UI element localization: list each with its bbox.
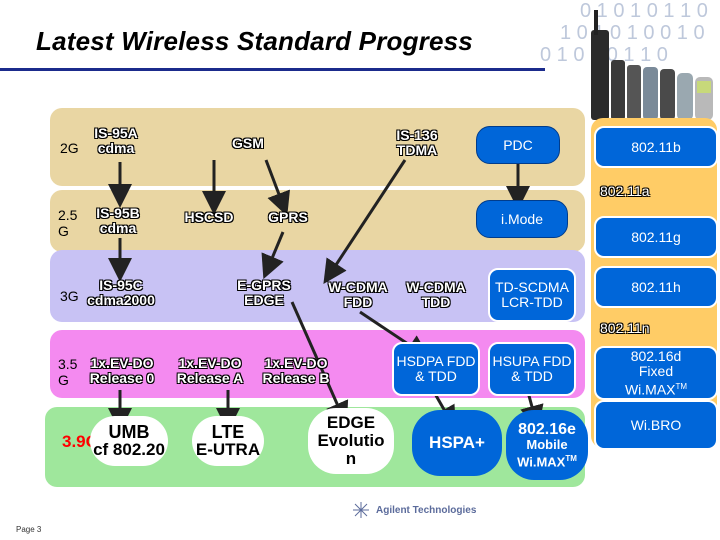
gen-label-2-5g: 2.5 G xyxy=(58,207,78,239)
tech-pdc: PDC xyxy=(476,126,560,164)
tech-hsupa: HSUPA FDD & TDD xyxy=(488,342,576,396)
edge-evolution-line3: n xyxy=(345,449,357,468)
wimax-16d-line1: 802.16d xyxy=(630,347,682,364)
wifi-802-11b: 802.11b xyxy=(594,126,718,168)
page-number: Page 3 xyxy=(16,525,42,534)
wibro: Wi.BRO xyxy=(594,400,718,450)
wimax-16d-tm: TM xyxy=(675,381,688,391)
wimax-16d-line2: Fixed xyxy=(638,362,674,379)
wimax-16e-line1: 802.16e xyxy=(518,420,576,438)
tech-imode: i.Mode xyxy=(476,200,568,238)
agilent-spark-icon xyxy=(353,502,369,518)
page-title: Latest Wireless Standard Progress xyxy=(36,26,473,56)
tech-is95a: IS-95A cdma xyxy=(94,125,138,156)
tech-egprs: E-GPRS EDGE xyxy=(237,277,291,308)
wimax-16e-line2: Mobile xyxy=(526,436,568,452)
tech-is136: IS-136 TDMA xyxy=(396,127,438,158)
wifi-802-11g: 802.11g xyxy=(594,216,718,258)
hspa-plus-label: HSPA+ xyxy=(429,433,485,452)
company-logo: Agilent Technologies xyxy=(376,505,477,516)
tech-gprs: GPRS xyxy=(268,209,308,225)
umb-label: UMB xyxy=(108,422,150,442)
tech-is95c: IS-95C cdma2000 xyxy=(87,277,155,308)
tech-wcdma-tdd: W-CDMA TDD xyxy=(406,279,466,310)
gen-label-2g: 2G xyxy=(60,140,79,156)
tech-hsdpa: HSDPA FDD & TDD xyxy=(392,342,480,396)
umb-subtitle: cf 802.20 xyxy=(93,440,165,459)
wifi-802-11a: 802.11a xyxy=(600,183,650,199)
tech-gsm: GSM xyxy=(232,135,264,151)
tech-evdo-relB: 1x.EV-DO Release B xyxy=(262,355,330,386)
edge-evolution-line2: Evolutio xyxy=(317,431,385,450)
wifi-802-11n: 802.11n xyxy=(600,320,650,336)
wimax-16e-line3: Wi.MAX xyxy=(517,454,566,470)
tech-hscsd: HSCSD xyxy=(184,209,234,225)
tech-lte: LTE E-UTRA xyxy=(192,416,264,466)
gen-label-3g: 3G xyxy=(60,288,79,304)
tech-802-16e: 802.16e Mobile Wi.MAXTM xyxy=(506,410,588,480)
gen-label-3-5g: 3.5 G xyxy=(58,356,78,388)
mobile-phones-image xyxy=(591,10,713,120)
footer xyxy=(0,490,720,540)
wimax-16e-tm: TM xyxy=(565,453,577,463)
tech-hspa-plus: HSPA+ xyxy=(412,410,502,476)
title-underline xyxy=(0,68,545,71)
tech-evdo-relA: 1x.EV-DO Release A xyxy=(176,355,244,386)
tech-umb: UMB cf 802.20 xyxy=(90,416,168,466)
lte-label: LTE xyxy=(211,422,245,442)
wimax-802-16d: 802.16d Fixed Wi.MAXTM xyxy=(594,346,718,400)
tech-wcdma-fdd: W-CDMA FDD xyxy=(328,279,388,310)
tech-tdscdma: TD-SCDMA LCR-TDD xyxy=(488,268,576,322)
tech-edge-evolution: EDGE Evolutio n xyxy=(308,408,394,474)
tech-evdo-rel0: 1x.EV-DO Release 0 xyxy=(89,355,155,386)
wifi-802-11h: 802.11h xyxy=(594,266,718,308)
gen-label-3-9g: 3.9G xyxy=(62,432,99,451)
edge-evolution-line1: EDGE xyxy=(326,413,376,432)
tech-is95b-label: IS-95B cdma xyxy=(96,205,140,236)
wimax-16d-line3: Wi.MAX xyxy=(624,381,676,398)
lte-subtitle: E-UTRA xyxy=(195,440,261,459)
